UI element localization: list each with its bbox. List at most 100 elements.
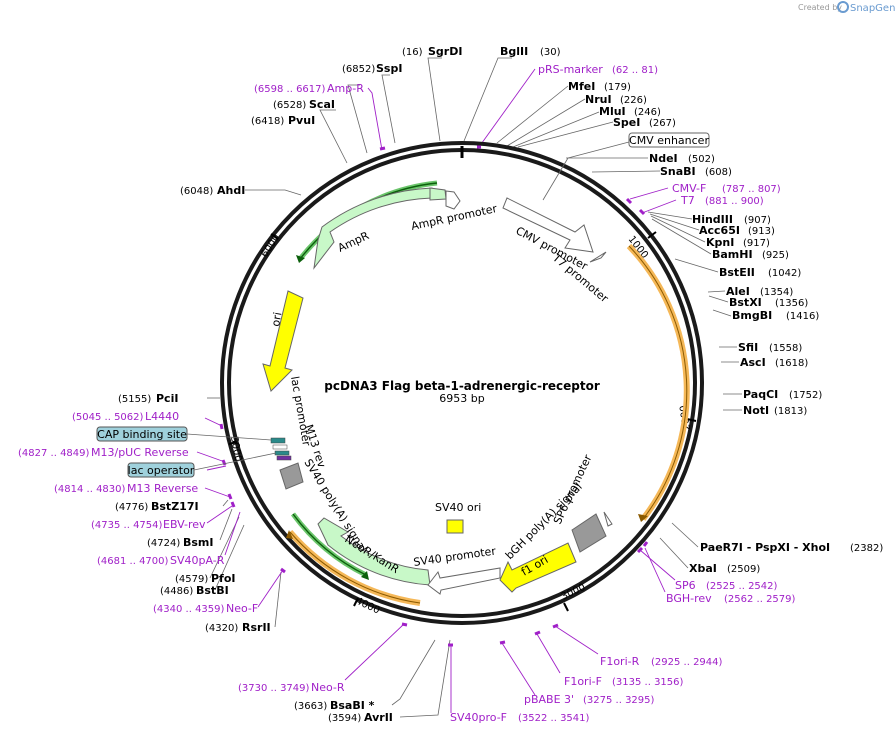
site-name-ahdi: AhdI bbox=[217, 184, 245, 197]
site-pos-asci: (1618) bbox=[775, 358, 808, 369]
site-name-bsteii: BstEII bbox=[719, 266, 755, 279]
site-name-bstbi: BstBI bbox=[196, 584, 229, 597]
primer-name-m13-puc-reverse: M13/pUC Reverse bbox=[91, 446, 189, 459]
watermark-brand: SnapGene bbox=[850, 3, 896, 14]
primer-pos-sv40pro-f: (3522 .. 3541) bbox=[518, 713, 590, 724]
primer-leader-lines bbox=[196, 68, 677, 713]
site-name-sfii: SfiI bbox=[738, 341, 758, 354]
plasmid-name: pcDNA3 Flag beta-1-adrenergic-receptor bbox=[324, 379, 600, 393]
site-name-bmgbi: BmgBI bbox=[732, 309, 772, 322]
site-name-acc65i: Acc65I bbox=[699, 224, 740, 237]
primer-name-f1ori-r: F1ori-R bbox=[600, 655, 640, 668]
site-pos-rsrii: (4320) bbox=[205, 623, 238, 634]
site-pos-bstxi: (1356) bbox=[775, 298, 808, 309]
site-pos-ahdi: (6048) bbox=[180, 186, 213, 197]
svg-text:lac operator: lac operator bbox=[128, 464, 195, 477]
site-name-pcii: PciI bbox=[156, 392, 178, 405]
site-pos-nrui: (226) bbox=[620, 95, 647, 106]
site-pos-avrii: (3594) bbox=[328, 713, 361, 724]
ampr-segment bbox=[429, 187, 447, 201]
site-name-asci: AscI bbox=[740, 356, 766, 369]
primer-name-ebv-rev: EBV-rev bbox=[163, 518, 206, 531]
ori-feature bbox=[262, 290, 304, 392]
primer-pos-bgh-rev: (2562 .. 2579) bbox=[724, 594, 796, 605]
site-name-nrui: NruI bbox=[585, 93, 612, 106]
site-pos-snabi: (608) bbox=[705, 167, 732, 178]
insert-band-line bbox=[628, 245, 688, 520]
site-name-hindiii: HindIII bbox=[692, 213, 733, 226]
site-pos-sfii: (1558) bbox=[769, 343, 802, 354]
label-sv40-promoter: SV40 promoter bbox=[413, 544, 498, 568]
primer-name-prs-marker: pRS-marker bbox=[538, 63, 603, 76]
site-pos-bstz17i: (4776) bbox=[115, 502, 148, 513]
site-pos-acc65i: (913) bbox=[748, 226, 775, 237]
site-pos-bsteii: (1042) bbox=[768, 268, 801, 279]
primer-pos-sp6: (2525 .. 2542) bbox=[706, 581, 778, 592]
label-bgh-polya: bGH poly(A) signal bbox=[503, 480, 585, 562]
site-pos-kpni: (917) bbox=[743, 238, 770, 249]
amp-green-arrowhead bbox=[296, 255, 305, 263]
primer-pos-pbabe-3: (3275 .. 3295) bbox=[583, 695, 655, 706]
site-name-scai: ScaI bbox=[309, 98, 335, 111]
site-pos-noti: (1813) bbox=[774, 406, 807, 417]
boxed-feature-lac-operator: lac operator bbox=[127, 462, 195, 478]
site-pos-paqci: (1752) bbox=[789, 390, 822, 401]
lac-operator-mark bbox=[274, 450, 290, 456]
primer-name-t7: T7 bbox=[680, 194, 695, 207]
primer-name-bgh-rev: BGH-rev bbox=[666, 592, 712, 605]
primer-name-neo-f: Neo-F bbox=[226, 602, 258, 615]
label-ori: ori bbox=[269, 311, 284, 327]
site-name-bamhi: BamHI bbox=[712, 248, 753, 261]
primer-name-sp6: SP6 bbox=[675, 579, 696, 592]
site-name-mlui: MluI bbox=[599, 105, 626, 118]
insert-band-arrowhead bbox=[638, 514, 648, 522]
site-pos-bsabi: (3663) bbox=[294, 701, 327, 712]
bgh-polya-feature bbox=[571, 513, 607, 553]
boxed-feature-cap-binding-site: CAP binding site bbox=[96, 426, 188, 442]
f1-ori-feature bbox=[499, 542, 577, 593]
site-name-bstxi: BstXI bbox=[729, 296, 762, 309]
site-name-alei: AleI bbox=[726, 285, 750, 298]
ampr-promoter-feature bbox=[445, 190, 461, 210]
sv40-promoter-feature bbox=[427, 567, 501, 595]
snapgene-logo-icon bbox=[837, 1, 849, 13]
snapgene-watermark: Created by SnapGene bbox=[798, 1, 896, 14]
neo-green-line bbox=[292, 513, 367, 576]
lower-band-line bbox=[289, 531, 421, 604]
label-ampr: AmpR bbox=[336, 229, 372, 255]
site-name-pvui: PvuI bbox=[288, 114, 315, 127]
site-pos-sspi: (6852) bbox=[342, 64, 375, 75]
cmv-promoter-feature bbox=[502, 197, 594, 253]
primer-name-sv40pro-f: SV40pro-F bbox=[450, 711, 507, 724]
site-pos-alei: (1354) bbox=[760, 287, 793, 298]
site-pos-bamhi: (925) bbox=[762, 250, 789, 261]
m13-rev-mark bbox=[276, 455, 292, 461]
primer-pos-m13-puc-reverse: (4827 .. 4849) bbox=[18, 448, 90, 459]
site-name-ndei: NdeI bbox=[649, 152, 678, 165]
primer-pos-prs-marker: (62 .. 81) bbox=[612, 65, 658, 76]
primer-pos-t7: (881 .. 900) bbox=[705, 196, 764, 207]
site-pos-scai: (6528) bbox=[273, 100, 306, 111]
label-sv40-ori: SV40 ori bbox=[435, 501, 481, 514]
neo-green-arrowhead bbox=[361, 571, 369, 580]
sv40-ori-feature bbox=[446, 519, 464, 534]
cap-site-mark bbox=[270, 437, 286, 444]
primer-marks bbox=[219, 145, 649, 647]
sp6-promoter-feature bbox=[603, 511, 613, 527]
primer-pos-l4440: (5045 .. 5062) bbox=[72, 412, 144, 423]
primer-pos-sv40pa-r: (4681 .. 4700) bbox=[97, 556, 169, 567]
site-name-snabi: SnaBI bbox=[660, 165, 696, 178]
primer-pos-cmv-f: (787 .. 807) bbox=[722, 184, 781, 195]
site-pos-xhoi-group: (2382) bbox=[850, 543, 883, 554]
primer-pos-m13-reverse: (4814 .. 4830) bbox=[54, 484, 126, 495]
lac-promoter-mark bbox=[272, 444, 288, 450]
svg-text:CAP binding site: CAP binding site bbox=[97, 428, 187, 441]
site-pos-mfei: (179) bbox=[604, 82, 631, 93]
primer-pos-amp-r: (6598 .. 6617) bbox=[254, 84, 326, 95]
backbone-outer-ring bbox=[220, 141, 704, 625]
primer-pos-f1ori-f: (3135 .. 3156) bbox=[612, 677, 684, 688]
primer-name-m13-reverse: M13 Reverse bbox=[127, 482, 198, 495]
site-name-bsmi: BsmI bbox=[183, 536, 214, 549]
boxed-feature-cmv-enhancer: CMV enhancer bbox=[628, 132, 710, 148]
